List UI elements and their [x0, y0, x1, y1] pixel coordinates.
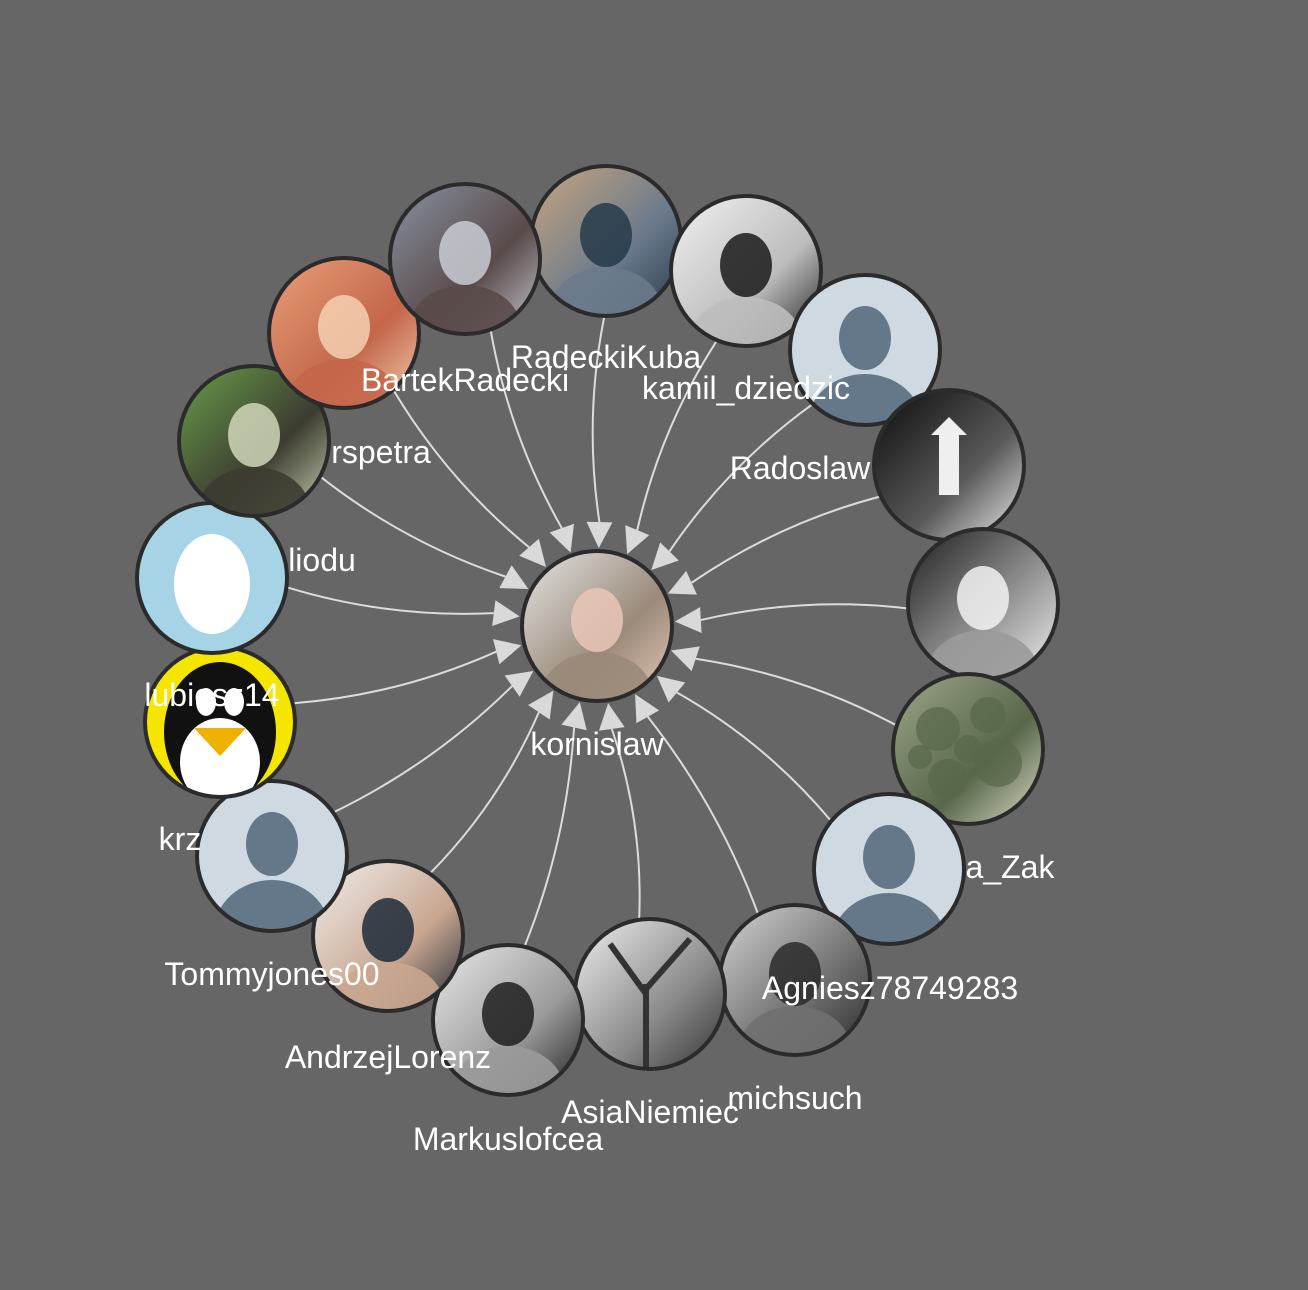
arrowhead-DomebraHe2: [674, 607, 702, 634]
edge-kamil_dziedzic: [636, 340, 718, 531]
avatar-center-kornislaw[interactable]: [520, 549, 674, 740]
node-label-liodu: liodu: [288, 542, 356, 578]
edge-BartekRadecki: [489, 330, 563, 529]
avatar-BartekRadecki[interactable]: [388, 182, 542, 373]
default-person-icon: [839, 306, 891, 370]
arrowhead-lubiesz14: [492, 600, 520, 627]
edge-lubiesz14: [287, 586, 494, 615]
edge-krz: [293, 650, 497, 705]
node-label-AndrzejLorenz: AndrzejLorenz: [285, 1039, 491, 1075]
node-label-BartekRadecki: BartekRadecki: [361, 362, 569, 398]
arrowhead-michsuch: [598, 703, 625, 731]
arrowhead-a_Zak: [656, 675, 686, 703]
node-label-kamil_dziedzic: kamil_dziedzic: [642, 370, 850, 406]
edge-michsuch: [610, 728, 641, 919]
edge-AndrzejLorenz: [333, 685, 513, 813]
edge-a_Zak: [676, 691, 832, 822]
avatar-camo[interactable]: [891, 672, 1045, 826]
edge-Markuslofcea: [429, 711, 540, 874]
nodes-layer: [135, 164, 1060, 1134]
edge-liodu: [320, 476, 506, 578]
center-node-label: kornislaw: [530, 726, 664, 762]
node-label-lubiesz14: lubiesz14: [144, 677, 279, 713]
arrowhead-camo: [671, 646, 700, 672]
avatar-a_Zak[interactable]: [812, 792, 966, 997]
default-person-icon: [863, 825, 915, 889]
avatar-krz[interactable]: [143, 645, 297, 806]
avatar-RadeckiKuba[interactable]: [529, 164, 683, 355]
arrowhead-RadeckiKuba: [586, 521, 613, 549]
avatar-michsuch[interactable]: [573, 917, 727, 1071]
node-label-rspetra: rspetra: [331, 434, 431, 470]
node-label-Tommyjones00: Tommyjones00: [164, 956, 379, 992]
edge-RadeckiKuba: [591, 316, 606, 523]
default-person-icon: [246, 812, 298, 876]
egg-icon: [174, 534, 250, 634]
arrowhead-rspetra: [519, 538, 547, 567]
edge-DomebraHe: [691, 495, 881, 584]
node-label-AsiaNiemiec: AsiaNiemiec: [561, 1094, 739, 1130]
arrowhead-DomebraHe: [667, 570, 697, 595]
edge-DomebraHe2: [700, 603, 908, 622]
arrowhead-kamil_dziedzic: [625, 525, 650, 555]
edge-Agniesz78749283: [646, 716, 759, 915]
avatar-lubiesz14[interactable]: [135, 501, 289, 655]
node-label-Markuslofcea: Markuslofcea: [413, 1121, 604, 1157]
penguin-beak: [194, 728, 246, 756]
avatar-Agniesz78749283[interactable]: [718, 903, 872, 1094]
avatar-AsiaNiemiec[interactable]: [431, 943, 585, 1134]
arrowhead-AsiaNiemiec: [561, 702, 587, 731]
node-label-Agniesz78749283: Agniesz78749283: [762, 970, 1018, 1006]
arrowhead-Markuslofcea: [528, 690, 554, 720]
node-label-krz: krz: [159, 821, 202, 857]
arrowhead-krz: [493, 639, 522, 665]
edges-layer: [287, 316, 908, 947]
avatar-DomebraHe[interactable]: [872, 388, 1026, 542]
arrowhead-Agniesz78749283: [635, 694, 660, 724]
avatar-DomebraHe2[interactable]: [906, 527, 1060, 718]
edge-rspetra: [392, 390, 530, 549]
node-label-a_Zak: a_Zak: [966, 849, 1056, 885]
arrowhead-liodu: [499, 565, 529, 589]
edge-Radoslaw: [668, 403, 813, 552]
arrowhead-BartekRadecki: [549, 523, 575, 553]
edge-camo: [695, 657, 897, 726]
node-label-RadeckiKuba: RadeckiKuba: [511, 339, 702, 375]
avatar-AndrzejLorenz[interactable]: [195, 779, 349, 984]
arrowhead-Radoslaw: [651, 542, 679, 571]
edge-AsiaNiemiec: [523, 727, 576, 947]
node-label-Radoslaw: Radoslaw: [730, 450, 871, 486]
node-label-michsuch: michsuch: [727, 1080, 862, 1116]
arrowhead-AndrzejLorenz: [504, 671, 534, 697]
